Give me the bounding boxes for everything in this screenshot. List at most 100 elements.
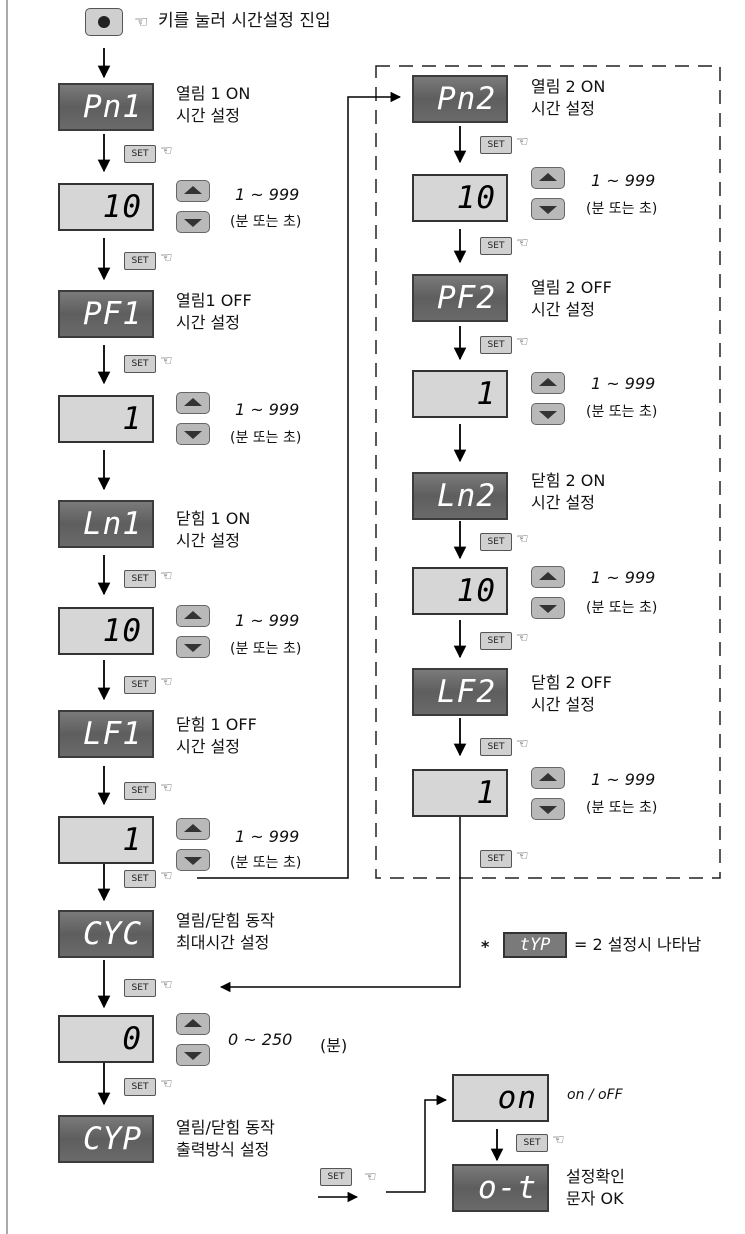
hand-icon: ☜ <box>516 630 529 646</box>
set-button: SET <box>480 850 512 868</box>
up-button-icon <box>531 566 565 588</box>
up-button-icon <box>176 392 210 414</box>
range-text: 1 ~ 999 <box>235 611 300 630</box>
range-text: 1 ~ 999 <box>235 400 300 419</box>
label-open2-on-sub: 시간 설정 <box>531 99 595 118</box>
label-cyc-sub: 최대시간 설정 <box>176 933 270 952</box>
hand-icon: ☜ <box>516 848 529 864</box>
down-button-icon <box>176 211 210 233</box>
display-cyp: CYP <box>58 1115 154 1163</box>
key-dot-icon <box>98 16 110 28</box>
hand-icon: ☜ <box>160 780 173 796</box>
down-button-icon <box>531 597 565 619</box>
display-cyc: CYC <box>58 910 154 958</box>
down-button-icon <box>176 849 210 871</box>
up-button-icon <box>176 818 210 840</box>
range-text: 1 ~ 999 <box>591 568 656 587</box>
label-close1-on-sub: 시간 설정 <box>176 531 240 550</box>
hand-icon: ☜ <box>364 1169 377 1185</box>
hand-icon: ☜ <box>160 868 173 884</box>
label-open1-off: 열림1 OFF <box>176 291 252 310</box>
label-close2-on-sub: 시간 설정 <box>531 493 595 512</box>
hand-icon: ☜ <box>516 235 529 251</box>
unit-text: (분 또는 초) <box>230 641 302 657</box>
return-arrow <box>219 817 461 993</box>
set-button: SET <box>124 355 156 373</box>
set-button: SET <box>124 979 156 997</box>
hand-icon: ☜ <box>552 1132 565 1148</box>
range-text: 1 ~ 999 <box>591 770 656 789</box>
unit-text: (분 또는 초) <box>230 430 302 446</box>
set-button: SET <box>124 570 156 588</box>
label-open1-on-sub: 시간 설정 <box>176 106 240 125</box>
hand-icon: ☜ <box>516 531 529 547</box>
label-open2-on: 열림 2 ON <box>531 77 606 96</box>
display-pf2: PF2 <box>412 274 508 322</box>
label-close1-off-sub: 시간 설정 <box>176 737 240 756</box>
unit-text: (분 또는 초) <box>586 201 658 217</box>
hand-icon: ☜ <box>160 674 173 690</box>
value-display-1: 10 <box>58 183 154 231</box>
label-close2-on: 닫힘 2 ON <box>531 471 606 490</box>
label-close2-off: 닫힘 2 OFF <box>531 673 612 692</box>
hand-icon: ☜ <box>160 143 173 159</box>
range-text: 1 ~ 999 <box>235 185 300 204</box>
label-open1-on: 열림 1 ON <box>176 84 251 103</box>
value-display-r2: 1 <box>412 370 508 418</box>
label-close2-off-sub: 시간 설정 <box>531 695 595 714</box>
header-key <box>85 8 123 36</box>
confirm-label-sub: 문자 OK <box>566 1189 624 1208</box>
set-button: SET <box>480 738 512 756</box>
header-text: 키를 눌러 시간설정 진입 <box>158 11 331 31</box>
label-open2-off-sub: 시간 설정 <box>531 300 595 319</box>
hand-icon: ☜ <box>516 134 529 150</box>
hand-icon: ☜ <box>516 736 529 752</box>
display-lf1: LF1 <box>58 710 154 758</box>
unit-text: (분 또는 초) <box>586 800 658 816</box>
up-button-icon <box>176 1013 210 1035</box>
display-pn2: Pn2 <box>412 75 508 123</box>
output-branch-arrow <box>386 1094 448 1193</box>
display-ln2: Ln2 <box>412 472 508 520</box>
value-display-r3: 10 <box>412 567 508 615</box>
set-button: SET <box>124 252 156 270</box>
value-display-2: 1 <box>58 395 154 443</box>
set-button: SET <box>124 1078 156 1096</box>
down-button-icon <box>531 403 565 425</box>
down-button-icon <box>176 636 210 658</box>
hand-icon: ☜ <box>516 334 529 350</box>
set-button: SET <box>124 145 156 163</box>
note-text: = 2 설정시 나타남 <box>574 935 702 954</box>
up-button-icon <box>531 767 565 789</box>
hand-icon: ☜ <box>134 12 149 31</box>
unit-text: (분 또는 초) <box>230 214 302 230</box>
branch-arrow-right <box>197 91 402 879</box>
value-display-5: 0 <box>58 1015 154 1063</box>
display-lf2: LF2 <box>412 668 508 716</box>
value-display-r4: 1 <box>412 769 508 817</box>
down-button-icon <box>531 198 565 220</box>
label-open1-off-sub: 시간 설정 <box>176 313 240 332</box>
range-text: 0 ~ 250 <box>228 1030 293 1049</box>
set-button: SET <box>480 336 512 354</box>
set-button: SET <box>516 1134 548 1152</box>
display-pf1: PF1 <box>58 290 154 338</box>
set-button: SET <box>480 632 512 650</box>
set-button: SET <box>320 1168 352 1186</box>
value-display-r1: 10 <box>412 174 508 222</box>
unit-text: (분 또는 초) <box>586 600 658 616</box>
note-star: * <box>481 937 490 956</box>
unit-text: (분 또는 초) <box>586 404 658 420</box>
label-close1-on: 닫힘 1 ON <box>176 509 251 528</box>
label-cyc: 열림/닫힘 동작 <box>176 911 275 930</box>
label-close1-off: 닫힘 1 OFF <box>176 715 257 734</box>
range-text: 1 ~ 999 <box>591 374 656 393</box>
set-button: SET <box>480 136 512 154</box>
label-cyp-sub: 출력방식 설정 <box>176 1140 270 1159</box>
label-cyp: 열림/닫힘 동작 <box>176 1118 275 1137</box>
set-button: SET <box>480 237 512 255</box>
hand-icon: ☜ <box>160 353 173 369</box>
value-display-3: 10 <box>58 607 154 655</box>
